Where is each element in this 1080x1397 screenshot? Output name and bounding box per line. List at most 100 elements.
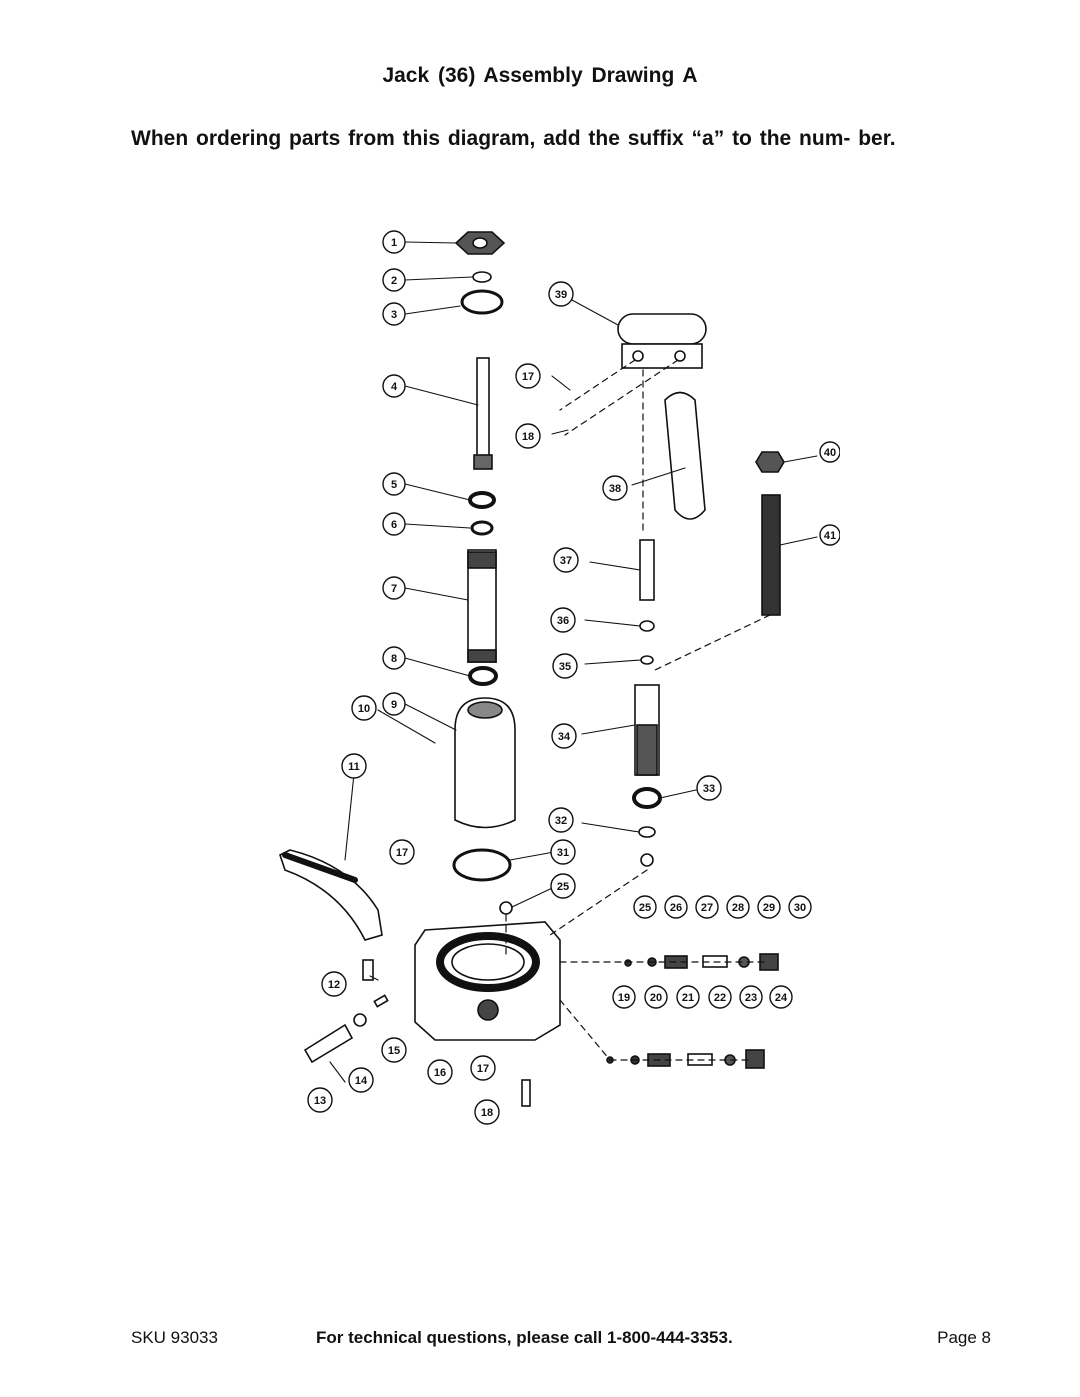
svg-text:18: 18 bbox=[522, 431, 534, 443]
svg-text:7: 7 bbox=[391, 583, 397, 595]
svg-text:14: 14 bbox=[355, 1075, 368, 1087]
svg-text:21: 21 bbox=[682, 992, 694, 1004]
part-16-base bbox=[414, 921, 561, 1041]
part-14-washer bbox=[353, 1013, 367, 1027]
callout-1: 1 bbox=[382, 230, 406, 254]
callout-6: 6 bbox=[382, 512, 406, 536]
callout-33: 33 bbox=[696, 775, 722, 801]
svg-text:40: 40 bbox=[824, 447, 836, 459]
svg-text:37: 37 bbox=[560, 555, 572, 567]
svg-text:18: 18 bbox=[481, 1107, 493, 1119]
svg-text:25: 25 bbox=[639, 902, 651, 914]
part-39-saddle bbox=[617, 313, 707, 345]
callout-4: 4 bbox=[382, 374, 406, 398]
callout-16: 16 bbox=[427, 1059, 453, 1085]
part-31-ring bbox=[452, 848, 512, 882]
part-9-cylinder bbox=[454, 697, 516, 829]
callout-11: 11 bbox=[341, 753, 367, 779]
callout-8: 8 bbox=[382, 646, 406, 670]
part-5-seal bbox=[468, 491, 496, 509]
callout-12: 12 bbox=[321, 971, 347, 997]
svg-text:31: 31 bbox=[557, 847, 569, 859]
callout-3: 3 bbox=[382, 302, 406, 326]
svg-text:39: 39 bbox=[555, 289, 567, 301]
svg-text:32: 32 bbox=[555, 815, 567, 827]
svg-text:30: 30 bbox=[794, 902, 806, 914]
callout-39: 39 bbox=[548, 281, 574, 307]
callout-2: 2 bbox=[382, 268, 406, 292]
part-8-seal bbox=[468, 666, 498, 686]
sku-label: SKU 93033 bbox=[131, 1328, 218, 1347]
callout-25: 25 bbox=[633, 895, 657, 919]
part-4-rod bbox=[476, 357, 490, 459]
callout-26: 26 bbox=[664, 895, 688, 919]
page-number: Page 8 bbox=[937, 1328, 991, 1347]
part-33-seal bbox=[632, 787, 662, 809]
callout-19: 19 bbox=[612, 985, 636, 1009]
part-40-nut bbox=[755, 451, 785, 473]
part-11-handle bbox=[279, 849, 383, 941]
svg-text:26: 26 bbox=[670, 902, 682, 914]
svg-text:27: 27 bbox=[701, 902, 713, 914]
svg-text:6: 6 bbox=[391, 519, 397, 531]
callout-34: 34 bbox=[551, 723, 577, 749]
callout-32: 32 bbox=[548, 807, 574, 833]
callout-18-low: 18 bbox=[474, 1099, 500, 1125]
ordering-instructions: When ordering parts from this diagram, a… bbox=[131, 127, 896, 150]
callout-37: 37 bbox=[553, 547, 579, 573]
callout-30: 30 bbox=[788, 895, 812, 919]
svg-text:9: 9 bbox=[391, 699, 397, 711]
part-13-valve bbox=[303, 1023, 354, 1064]
callout-38: 38 bbox=[602, 475, 628, 501]
callout-17-low: 17 bbox=[470, 1055, 496, 1081]
assembly-diagram: 1 2 3 4 5 6 7 8 9 10 11 12 13 14 15 16 1… bbox=[279, 230, 840, 1125]
part-15-pin bbox=[373, 994, 389, 1008]
callout-17: 17 bbox=[389, 839, 415, 865]
svg-text:2: 2 bbox=[391, 275, 397, 287]
callout-25-left: 25 bbox=[550, 873, 576, 899]
callout-41: 41 bbox=[819, 524, 840, 546]
callout-13: 13 bbox=[307, 1087, 333, 1113]
svg-text:41: 41 bbox=[824, 530, 836, 542]
svg-text:33: 33 bbox=[703, 783, 715, 795]
svg-text:29: 29 bbox=[763, 902, 775, 914]
callout-10: 10 bbox=[351, 695, 377, 721]
svg-text:17: 17 bbox=[396, 847, 408, 859]
callout-31: 31 bbox=[550, 839, 576, 865]
page-title: Jack (36) Assembly Drawing A bbox=[382, 64, 698, 87]
callout-21: 21 bbox=[676, 985, 700, 1009]
svg-text:28: 28 bbox=[732, 902, 744, 914]
callout-7: 7 bbox=[382, 576, 406, 600]
svg-text:3: 3 bbox=[391, 309, 397, 321]
callout-14: 14 bbox=[348, 1067, 374, 1093]
callout-15: 15 bbox=[381, 1037, 407, 1063]
part-32-ring bbox=[638, 826, 656, 838]
svg-text:20: 20 bbox=[650, 992, 662, 1004]
callout-17-right: 17 bbox=[515, 363, 541, 389]
callout-23: 23 bbox=[739, 985, 763, 1009]
svg-text:16: 16 bbox=[434, 1067, 446, 1079]
tech-support-line: For technical questions, please call 1-8… bbox=[316, 1328, 733, 1347]
svg-text:25: 25 bbox=[557, 881, 569, 893]
part-callouts: 1 2 3 4 5 6 7 8 9 10 11 12 13 14 15 16 1… bbox=[307, 230, 840, 1125]
svg-text:35: 35 bbox=[559, 661, 571, 673]
callout-24: 24 bbox=[769, 985, 793, 1009]
part-18-screw-low bbox=[521, 1079, 531, 1107]
part-35-ring bbox=[640, 655, 654, 665]
callout-27: 27 bbox=[695, 895, 719, 919]
part-36-ring bbox=[639, 620, 655, 632]
svg-text:24: 24 bbox=[775, 992, 788, 1004]
part-38-link bbox=[664, 391, 706, 520]
callout-29: 29 bbox=[757, 895, 781, 919]
parts-drawing bbox=[279, 231, 818, 1107]
svg-text:13: 13 bbox=[314, 1095, 326, 1107]
svg-text:8: 8 bbox=[391, 653, 397, 665]
part-41-rod bbox=[761, 494, 781, 616]
svg-text:22: 22 bbox=[714, 992, 726, 1004]
callout-36: 36 bbox=[550, 607, 576, 633]
callout-40: 40 bbox=[819, 441, 840, 463]
callout-18: 18 bbox=[515, 423, 541, 449]
svg-text:4: 4 bbox=[391, 381, 398, 393]
svg-text:1: 1 bbox=[391, 237, 397, 249]
part-2-ring bbox=[472, 271, 492, 283]
